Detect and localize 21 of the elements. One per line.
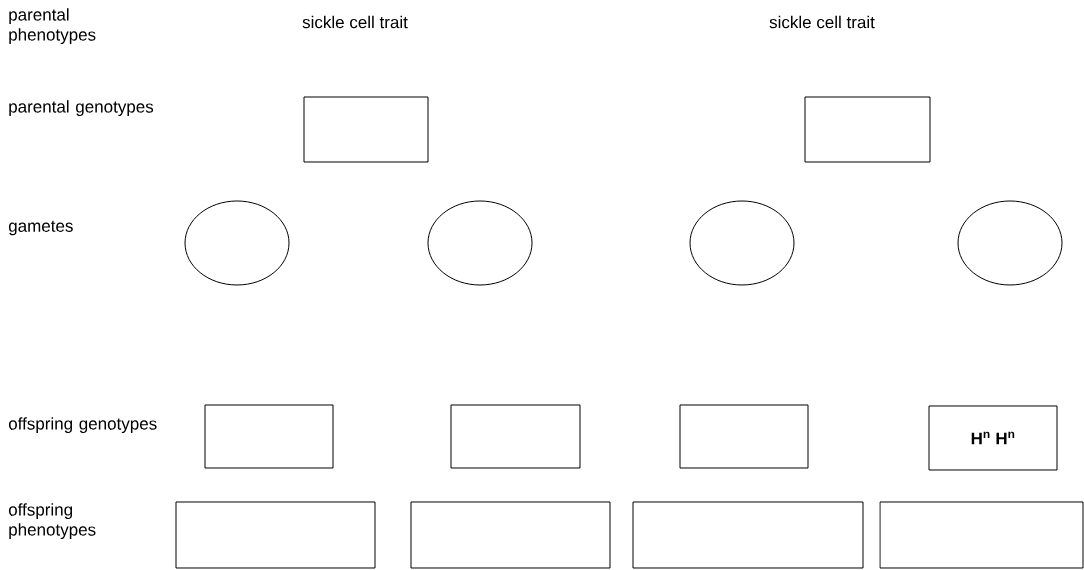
answer-box <box>410 501 611 569</box>
genotype-box: H$^{n}$ H$^{n}$ <box>928 405 1058 471</box>
answer-box <box>450 404 581 469</box>
answer-box <box>204 404 334 469</box>
gamete-circle <box>689 200 795 286</box>
gamete-circle <box>427 200 533 286</box>
answer-box <box>804 96 931 163</box>
gamete-circle <box>957 200 1063 286</box>
gamete-circle <box>184 200 290 286</box>
phenotype-label: sickle cell trait <box>769 15 875 29</box>
phenotype-label: sickle cell trait <box>302 15 408 29</box>
answer-box <box>879 501 1084 569</box>
row-label: gametes <box>8 220 73 236</box>
answer-box <box>632 501 864 569</box>
row-label: parental phenotypes <box>9 8 96 45</box>
answer-box <box>679 404 809 469</box>
row-label: parental genotypes <box>9 100 154 117</box>
answer-box <box>175 501 376 569</box>
row-label: offspring phenotypes <box>8 503 96 540</box>
row-label: offspring genotypes <box>8 417 157 434</box>
answer-box <box>303 96 429 163</box>
